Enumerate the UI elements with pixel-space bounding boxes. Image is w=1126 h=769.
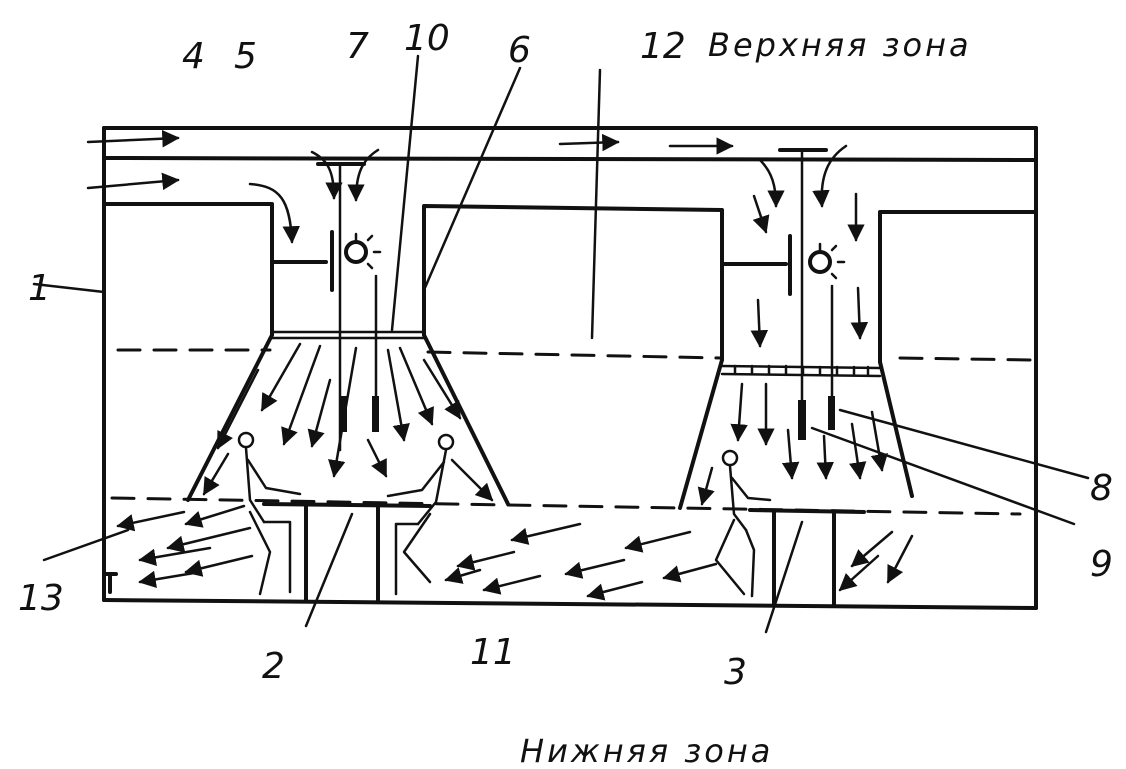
worker-right: [714, 449, 772, 598]
lower-zone-label: Нижняя зона: [520, 732, 773, 769]
label-3: 3: [724, 652, 747, 693]
room-outline: [102, 126, 1038, 610]
exhaust-outlet: [102, 572, 118, 594]
label-6: 6: [508, 30, 531, 71]
left-diffuser: [186, 162, 510, 506]
label-7: 7: [346, 26, 369, 67]
worker-left-1: [237, 431, 302, 596]
table-right: [748, 508, 866, 608]
label-13: 13: [18, 578, 64, 619]
label-5: 5: [234, 36, 257, 77]
zone-boundaries: [110, 348, 1034, 516]
table-left: [262, 502, 432, 604]
right-diffuser: [678, 148, 914, 510]
label-2: 2: [262, 646, 285, 687]
label-1: 1: [28, 268, 51, 309]
label-4: 4: [182, 36, 205, 77]
airflow-arrows: [86, 129, 914, 601]
leader-lines: [32, 54, 1090, 634]
worker-left-2: [386, 433, 455, 596]
label-8: 8: [1090, 468, 1113, 509]
label-10: 10: [404, 18, 450, 59]
supply-ducts: [102, 156, 1038, 364]
label-11: 11: [470, 632, 516, 673]
label-9: 9: [1090, 544, 1113, 585]
label-12: 12: [640, 26, 686, 67]
upper-zone-label: Верхняя зона: [708, 26, 972, 64]
